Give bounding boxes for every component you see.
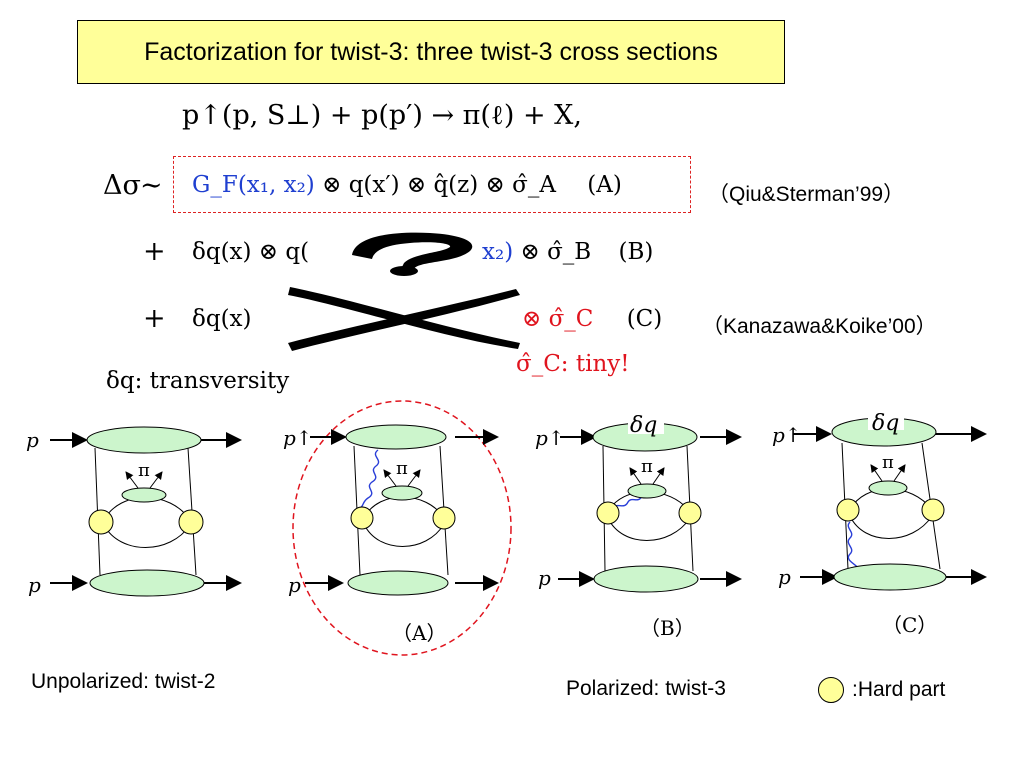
p-label-c: p bbox=[778, 565, 791, 589]
term-b-x2: x₂) bbox=[482, 239, 514, 265]
legend-hard-part: :Hard part bbox=[852, 678, 946, 701]
pi-label-a: π bbox=[396, 458, 408, 479]
term-a-rest: ⊗ q(x′) ⊗ q̂(z) ⊗ σ̂_A bbox=[322, 172, 556, 198]
feynman-diagrams: π p p π p↑ p （A） bbox=[26, 400, 987, 656]
term-a-gf: G_F(x₁, x₂) bbox=[192, 172, 315, 198]
term-a: G_F(x₁, x₂) ⊗ q(x′) ⊗ q̂(z) ⊗ σ̂_A (A) bbox=[192, 172, 622, 198]
slide-title: Factorization for twist-3: three twist-3… bbox=[77, 20, 785, 84]
term-a-tag: (A) bbox=[587, 172, 622, 198]
transversity-note: δq: transversity bbox=[106, 368, 290, 394]
diagram-a: π p↑ p （A） bbox=[283, 400, 512, 656]
diagram-unpolarized: π p p bbox=[26, 426, 242, 597]
term-b-left: δq(x) ⊗ q( bbox=[192, 239, 310, 265]
process-equation: p↑(p, S⊥) + p(p′) → π(ℓ) + X, bbox=[182, 100, 582, 131]
term-b-sigma: ⊗ σ̂_B bbox=[520, 239, 592, 265]
tiny-note: σ̂_C: tiny! bbox=[516, 351, 630, 377]
label-a: （A） bbox=[392, 621, 446, 645]
term-c-tag: (C) bbox=[626, 306, 663, 332]
ref-qiu-sterman: （Qiu&Sterman’99） bbox=[708, 183, 905, 206]
p-label-1a: p bbox=[26, 428, 39, 452]
delta-sigma: Δσ bbox=[103, 170, 141, 201]
ref-kanazawa-koike: （Kanazawa&Koike’00） bbox=[702, 315, 937, 338]
caption-unpolarized: Unpolarized: twist-2 bbox=[31, 670, 216, 693]
hard-part-legend-icon bbox=[818, 677, 844, 703]
diagram-b: π δq p↑ p （B） bbox=[535, 412, 742, 640]
diagram-c: π δq p↑ p （C） bbox=[772, 408, 987, 637]
caption-polarized: Polarized: twist-3 bbox=[566, 677, 726, 700]
plus-c: + bbox=[143, 303, 166, 334]
pi-label-c: π bbox=[882, 452, 894, 473]
label-c: （C） bbox=[882, 613, 937, 637]
p-label-1b: p bbox=[28, 573, 41, 597]
term-c-sigma: ⊗ σ̂_C bbox=[522, 306, 594, 332]
label-b: （B） bbox=[640, 616, 695, 640]
dq-label-b: δq bbox=[630, 413, 657, 438]
term-b-right: x₂) ⊗ σ̂_B (B) bbox=[482, 239, 653, 265]
pup-label-b: p↑ bbox=[535, 426, 565, 450]
overlay-marks bbox=[288, 232, 520, 351]
pup-label-c: p↑ bbox=[772, 423, 802, 447]
dq-label-c: δq bbox=[872, 411, 899, 436]
term-c-right: ⊗ σ̂_C (C) bbox=[522, 306, 662, 332]
term-b-tag: (B) bbox=[618, 239, 654, 265]
pi-label-b: π bbox=[641, 456, 653, 477]
pup-label-a: p↑ bbox=[283, 426, 313, 450]
term-c-left: δq(x) bbox=[192, 306, 252, 332]
sim-symbol: ∼ bbox=[140, 170, 163, 201]
term-a-highlight-box bbox=[173, 156, 691, 213]
plus-b: + bbox=[143, 236, 166, 267]
p-label-a: p bbox=[288, 573, 301, 597]
pi-label-1: π bbox=[138, 460, 150, 481]
p-label-b: p bbox=[538, 566, 551, 590]
cross-out-icon bbox=[288, 287, 520, 351]
question-mark-icon bbox=[352, 232, 473, 276]
